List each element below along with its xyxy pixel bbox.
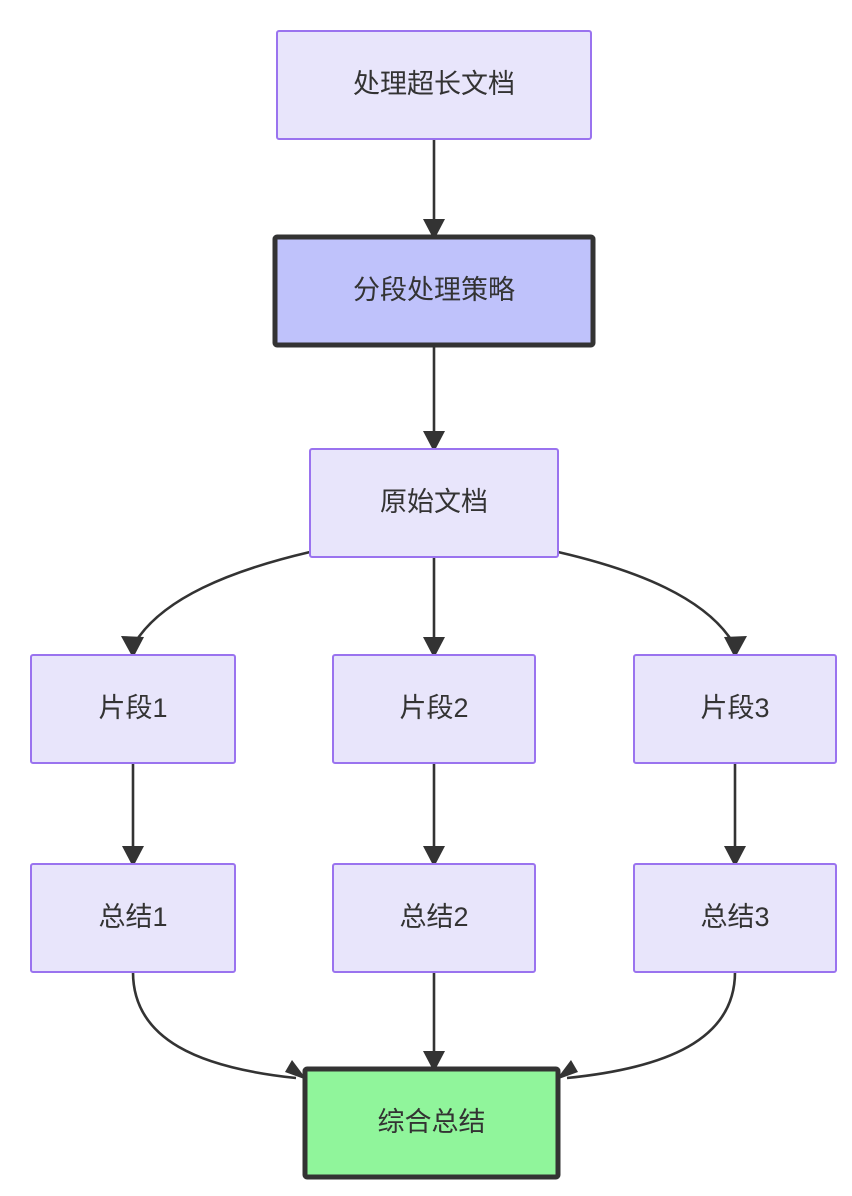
node-box[interactable] <box>309 448 559 558</box>
node-label: 总结3 <box>700 902 769 932</box>
arrowhead-icon <box>724 846 746 867</box>
flow-edge <box>557 550 737 647</box>
arrowhead-icon <box>423 637 445 658</box>
arrowhead-icon <box>724 636 747 658</box>
node-box[interactable] <box>633 654 837 764</box>
node-box[interactable] <box>633 863 837 973</box>
node-box[interactable] <box>30 863 236 973</box>
arrowhead-icon <box>122 846 144 867</box>
arrowhead-icon <box>423 219 445 240</box>
flow-node-n2[interactable]: 分段处理策略 <box>272 234 596 348</box>
node-label: 分段处理策略 <box>353 275 515 305</box>
node-box[interactable] <box>332 863 536 973</box>
node-label: 片段2 <box>399 693 468 723</box>
flow-edge <box>131 550 311 647</box>
flow-node-n3[interactable]: 原始文档 <box>309 448 559 558</box>
arrowhead-icon <box>285 1060 307 1080</box>
node-box[interactable] <box>30 654 236 764</box>
node-label: 总结1 <box>98 902 167 932</box>
node-label: 总结2 <box>399 902 468 932</box>
flow-node-n7[interactable]: 总结1 <box>30 863 236 973</box>
node-label: 原始文档 <box>380 487 488 517</box>
flow-node-n5[interactable]: 片段2 <box>332 654 536 764</box>
arrowhead-icon <box>423 1051 445 1072</box>
node-label: 处理超长文档 <box>353 69 515 99</box>
arrowhead-layer <box>121 219 747 1080</box>
flow-node-n6[interactable]: 片段3 <box>633 654 837 764</box>
flow-node-n1[interactable]: 处理超长文档 <box>276 30 592 140</box>
node-box[interactable] <box>332 654 536 764</box>
node-label: 综合总结 <box>378 1107 486 1137</box>
arrowhead-icon <box>423 846 445 867</box>
flow-node-n9[interactable]: 总结3 <box>633 863 837 973</box>
flow-edge <box>566 971 737 1080</box>
arrowhead-icon <box>556 1060 578 1080</box>
flow-node-n4[interactable]: 片段1 <box>30 654 236 764</box>
node-label: 片段3 <box>700 693 769 723</box>
flow-node-n10[interactable]: 综合总结 <box>302 1066 561 1180</box>
edge-layer <box>131 139 737 1080</box>
node-box[interactable] <box>272 234 596 348</box>
node-box[interactable] <box>276 30 592 140</box>
flow-node-n8[interactable]: 总结2 <box>332 863 536 973</box>
arrowhead-icon <box>423 431 445 452</box>
flow-edge <box>131 971 297 1080</box>
node-box[interactable] <box>302 1066 561 1180</box>
arrowhead-icon <box>121 636 144 658</box>
node-label: 片段1 <box>98 693 167 723</box>
